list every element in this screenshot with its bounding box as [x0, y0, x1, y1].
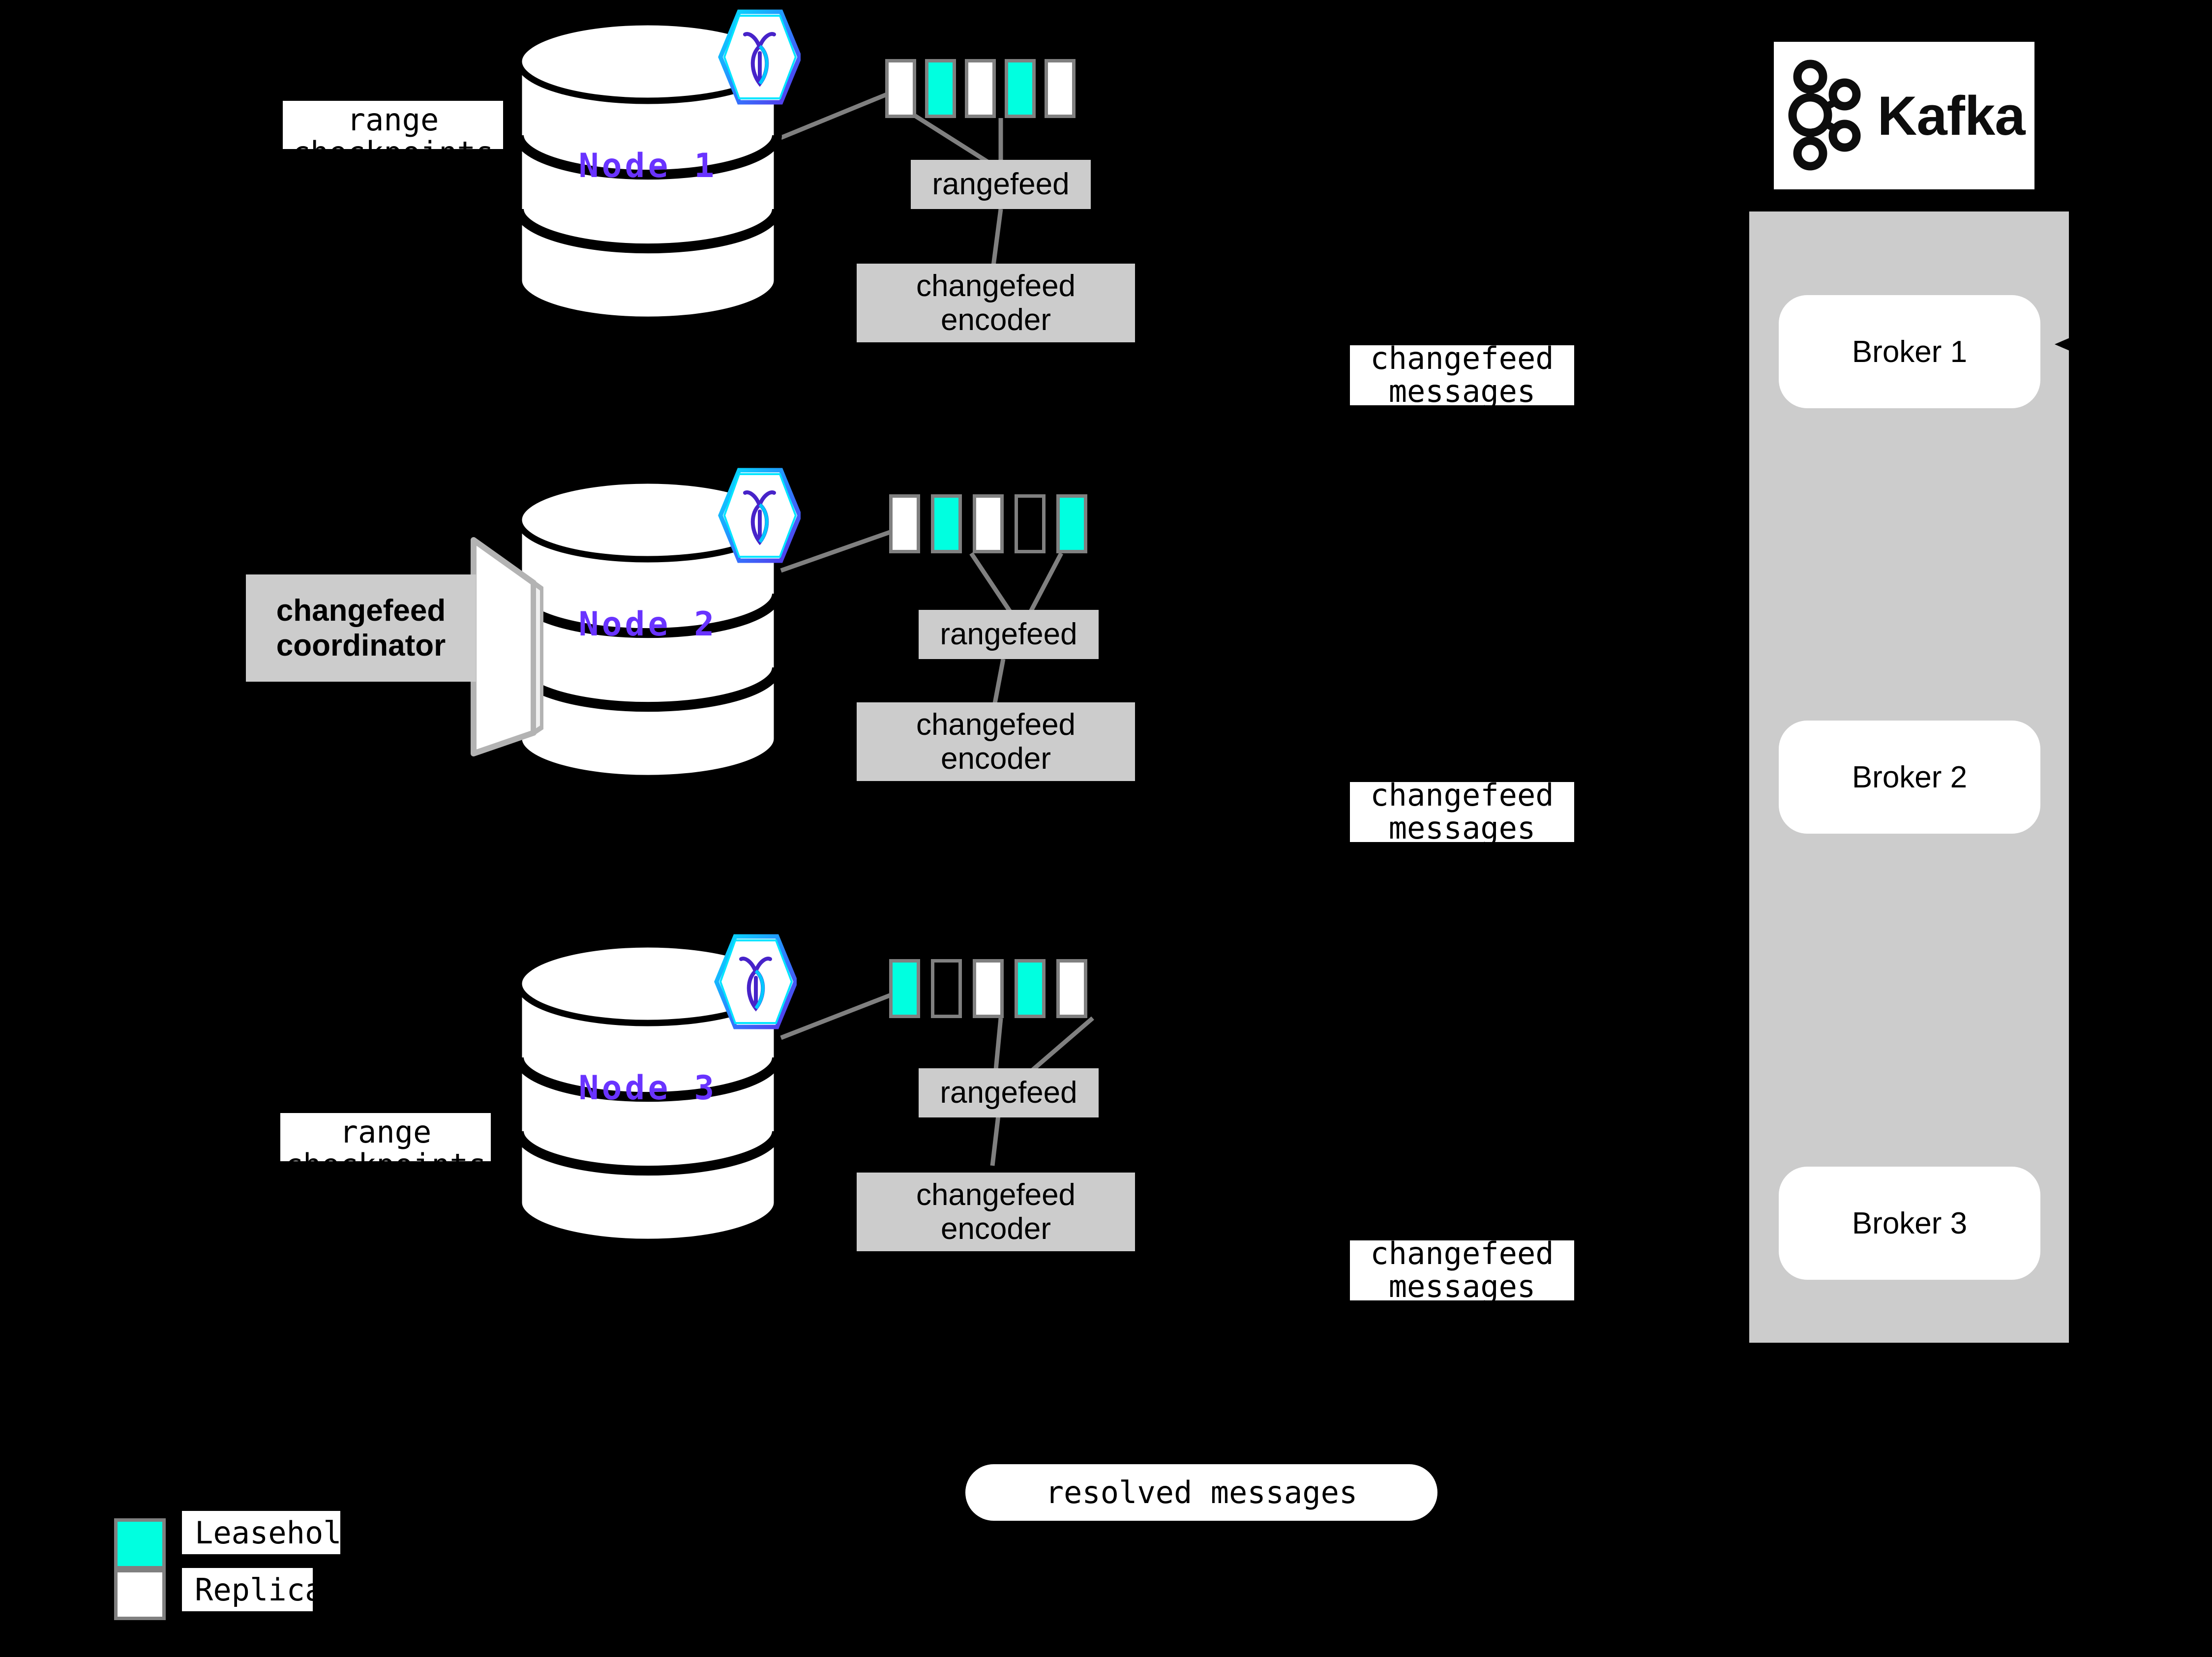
range-replica[interactable] [885, 59, 916, 118]
range-replica[interactable] [973, 959, 1004, 1018]
node-3-range-checkpoints-label: range checkpoints [280, 1113, 491, 1181]
rangefeed-label: rangefeed [940, 1076, 1077, 1110]
encoder-label-line-1: changefeed [916, 269, 1076, 303]
encoder-label-line-2: encoder [940, 1212, 1051, 1246]
encoder-label-line-2: encoder [940, 742, 1051, 776]
encoder-label-line-2: encoder [940, 303, 1051, 337]
range-leaseholder[interactable] [931, 494, 962, 553]
broker-label: Broker 1 [1852, 334, 1968, 369]
range-leaseholder[interactable] [925, 59, 956, 118]
changefeed-coordinator-box[interactable]: changefeed coordinator [246, 574, 476, 682]
range-replica[interactable] [889, 494, 920, 553]
legend-text: Replica [195, 1571, 324, 1608]
kafka-node-graph-icon [1783, 58, 1864, 174]
cockroachdb-hex-icon [708, 934, 798, 1030]
kafka-wordmark: Kafka [1877, 85, 2025, 147]
kafka-logo: Kafka [1774, 42, 2034, 189]
node-3-changefeed-encoder-box[interactable]: changefeed encoder [857, 1173, 1135, 1251]
node-2-changefeed-encoder-box[interactable]: changefeed encoder [857, 702, 1135, 781]
changefeed-messages-line-2: messages [1388, 1268, 1536, 1304]
range-checkpoints-line-2: checkpoints [284, 1146, 487, 1183]
range-leaseholder[interactable] [1056, 494, 1087, 553]
node-1-label: Node 1 [578, 147, 717, 185]
node-2-range-row [889, 494, 1087, 553]
node-2-cylinder: Node 2 [514, 478, 782, 785]
cockroachdb-hex-icon [712, 467, 802, 564]
node-3-changefeed-messages-label: changefeed messages [1350, 1235, 1574, 1304]
broker-3[interactable]: Broker 3 [1779, 1167, 2040, 1280]
range-checkpoints-line-2: checkpoints [292, 134, 494, 171]
range-empty[interactable] [931, 959, 962, 1018]
range-replica[interactable] [973, 494, 1004, 553]
legend-label-leaseholder: Leaseholder [182, 1511, 397, 1554]
resolved-messages-pill[interactable]: resolved messages [965, 1464, 1437, 1521]
broker-1[interactable]: Broker 1 [1779, 295, 2040, 408]
broker-label: Broker 3 [1852, 1206, 1968, 1240]
node-1-range-checkpoints-label: range checkpoints [283, 101, 503, 169]
cockroachdb-hex-icon [712, 9, 802, 105]
range-leaseholder[interactable] [1005, 59, 1036, 118]
node-1-range-row [885, 59, 1076, 118]
changefeed-messages-line-2: messages [1388, 373, 1536, 409]
range-replica[interactable] [1056, 959, 1087, 1018]
node-1-changefeed-encoder-box[interactable]: changefeed encoder [857, 264, 1135, 342]
encoder-label-line-1: changefeed [916, 1177, 1076, 1212]
node-2-rangefeed-box[interactable]: rangefeed [919, 610, 1099, 659]
resolved-messages-label: resolved messages [1045, 1475, 1358, 1510]
broker-label: Broker 2 [1852, 760, 1968, 794]
range-replica[interactable] [965, 59, 996, 118]
node-3-cylinder: Node 3 [514, 942, 782, 1249]
node-3-range-row [889, 959, 1087, 1018]
range-replica[interactable] [1045, 59, 1076, 118]
legend-swatch-leaseholder [114, 1518, 166, 1569]
encoder-label-line-1: changefeed [916, 707, 1076, 742]
changefeed-coordinator-arrow [470, 536, 545, 757]
legend-swatch-replica [114, 1569, 166, 1620]
node-3-label: Node 3 [578, 1069, 717, 1108]
range-checkpoints-line-1: range [339, 1114, 432, 1150]
range-checkpoints-line-1: range [347, 102, 439, 138]
node-2-changefeed-messages-label: changefeed messages [1350, 777, 1574, 846]
coordinator-line-1: changefeed [276, 593, 446, 628]
node-2-label: Node 2 [578, 605, 717, 644]
rangefeed-label: rangefeed [940, 617, 1077, 652]
changefeed-messages-line-1: changefeed [1370, 777, 1554, 813]
legend-text: Leaseholder [195, 1514, 397, 1551]
node-1-changefeed-messages-label: changefeed messages [1350, 340, 1574, 409]
changefeed-messages-line-1: changefeed [1370, 1235, 1554, 1272]
node-3-rangefeed-box[interactable]: rangefeed [919, 1068, 1099, 1117]
range-empty[interactable] [1015, 494, 1046, 553]
coordinator-line-2: coordinator [276, 629, 446, 663]
node-1-cylinder: Node 1 [514, 20, 782, 327]
broker-2[interactable]: Broker 2 [1779, 721, 2040, 834]
legend-label-replica: Replica [182, 1568, 323, 1611]
changefeed-messages-line-2: messages [1388, 810, 1536, 846]
node-1-rangefeed-box[interactable]: rangefeed [911, 160, 1091, 209]
range-leaseholder[interactable] [889, 959, 920, 1018]
rangefeed-label: rangefeed [932, 167, 1070, 202]
changefeed-messages-line-1: changefeed [1370, 340, 1554, 377]
range-leaseholder[interactable] [1015, 959, 1046, 1018]
